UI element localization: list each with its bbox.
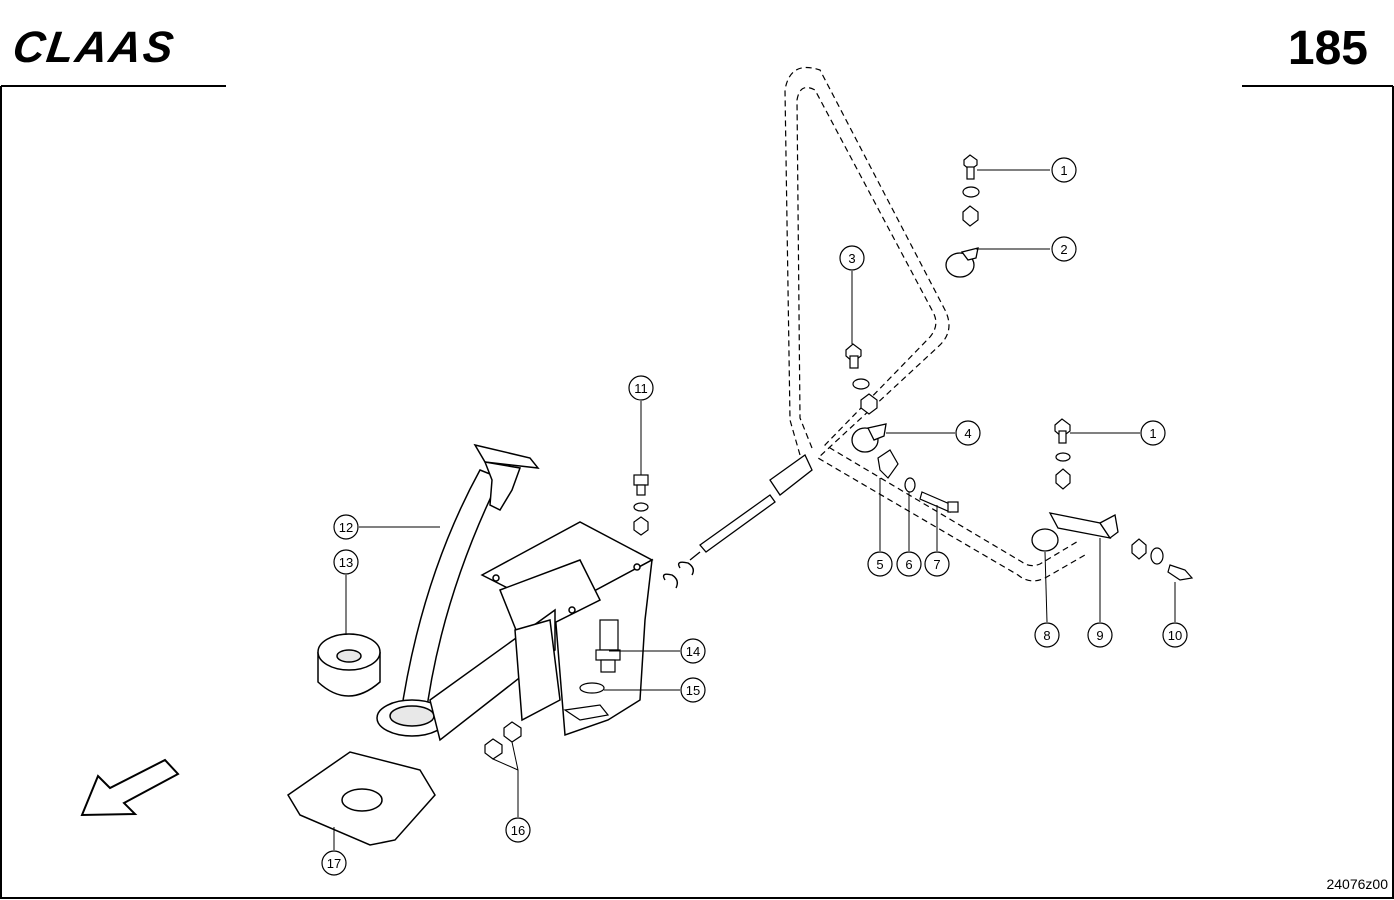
callout-1b: 1 xyxy=(1140,420,1166,446)
floor-mat-17 xyxy=(286,751,436,846)
clip-rings xyxy=(662,561,695,589)
callout-label: 13 xyxy=(339,555,353,570)
callout-14: 14 xyxy=(680,638,706,664)
clamp-4 xyxy=(851,423,887,453)
bracket-5-washer-6-bolt-7 xyxy=(877,449,959,513)
switch-14 xyxy=(595,619,621,673)
callout-label: 1 xyxy=(1060,163,1067,178)
dashed-pipe xyxy=(784,66,1086,582)
bolt-1-top-stack xyxy=(962,154,980,227)
callout-9: 9 xyxy=(1087,622,1113,648)
callout-5: 5 xyxy=(867,551,893,577)
callout-label: 6 xyxy=(905,557,912,572)
page-frame xyxy=(0,85,1394,899)
callout-17: 17 xyxy=(321,850,347,876)
callout-3: 3 xyxy=(839,245,865,271)
callout-label: 16 xyxy=(511,823,525,838)
callout-label: 3 xyxy=(848,251,855,266)
callout-15: 15 xyxy=(680,677,706,703)
callout-11: 11 xyxy=(628,375,654,401)
callout-label: 1 xyxy=(1149,426,1156,441)
callout-label: 9 xyxy=(1096,628,1103,643)
callout-4: 4 xyxy=(955,420,981,446)
callout-7: 7 xyxy=(924,551,950,577)
bolt-1-right-stack xyxy=(1054,418,1071,490)
callout-13: 13 xyxy=(333,549,359,575)
bolt-3-stack xyxy=(845,343,878,415)
callout-12: 12 xyxy=(333,514,359,540)
leader-lines xyxy=(333,169,1176,850)
nut-washer-bolt-10 xyxy=(1131,538,1194,581)
callout-8: 8 xyxy=(1034,622,1060,648)
callout-10: 10 xyxy=(1162,622,1188,648)
callout-label: 8 xyxy=(1043,628,1050,643)
callout-label: 17 xyxy=(327,856,341,871)
callout-label: 7 xyxy=(933,557,940,572)
callout-label: 5 xyxy=(876,557,883,572)
page-number: 185 xyxy=(1288,22,1368,75)
spring-clip-15 xyxy=(563,682,610,721)
callout-label: 2 xyxy=(1060,242,1067,257)
control-rod xyxy=(689,454,813,561)
clamp-2 xyxy=(945,247,979,278)
direction-arrow-icon xyxy=(80,758,180,817)
callout-2: 2 xyxy=(1051,236,1077,262)
callout-label: 4 xyxy=(964,426,971,441)
pedal-lever xyxy=(376,443,540,737)
clamp-8-bracket-9 xyxy=(1031,512,1119,552)
callout-label: 11 xyxy=(634,381,648,396)
callout-label: 14 xyxy=(686,644,700,659)
callout-16: 16 xyxy=(505,817,531,843)
nuts-16 xyxy=(484,721,522,760)
callout-6: 6 xyxy=(896,551,922,577)
drawing-code: 24076z00 xyxy=(1326,876,1388,892)
callout-1a: 1 xyxy=(1051,157,1077,183)
callout-label: 12 xyxy=(339,520,353,535)
callout-label: 10 xyxy=(1168,628,1182,643)
brand-logo: CLAAS xyxy=(10,23,178,72)
callout-label: 15 xyxy=(686,683,700,698)
bolt-11-stack xyxy=(633,474,649,536)
rubber-pad-13 xyxy=(317,633,381,697)
